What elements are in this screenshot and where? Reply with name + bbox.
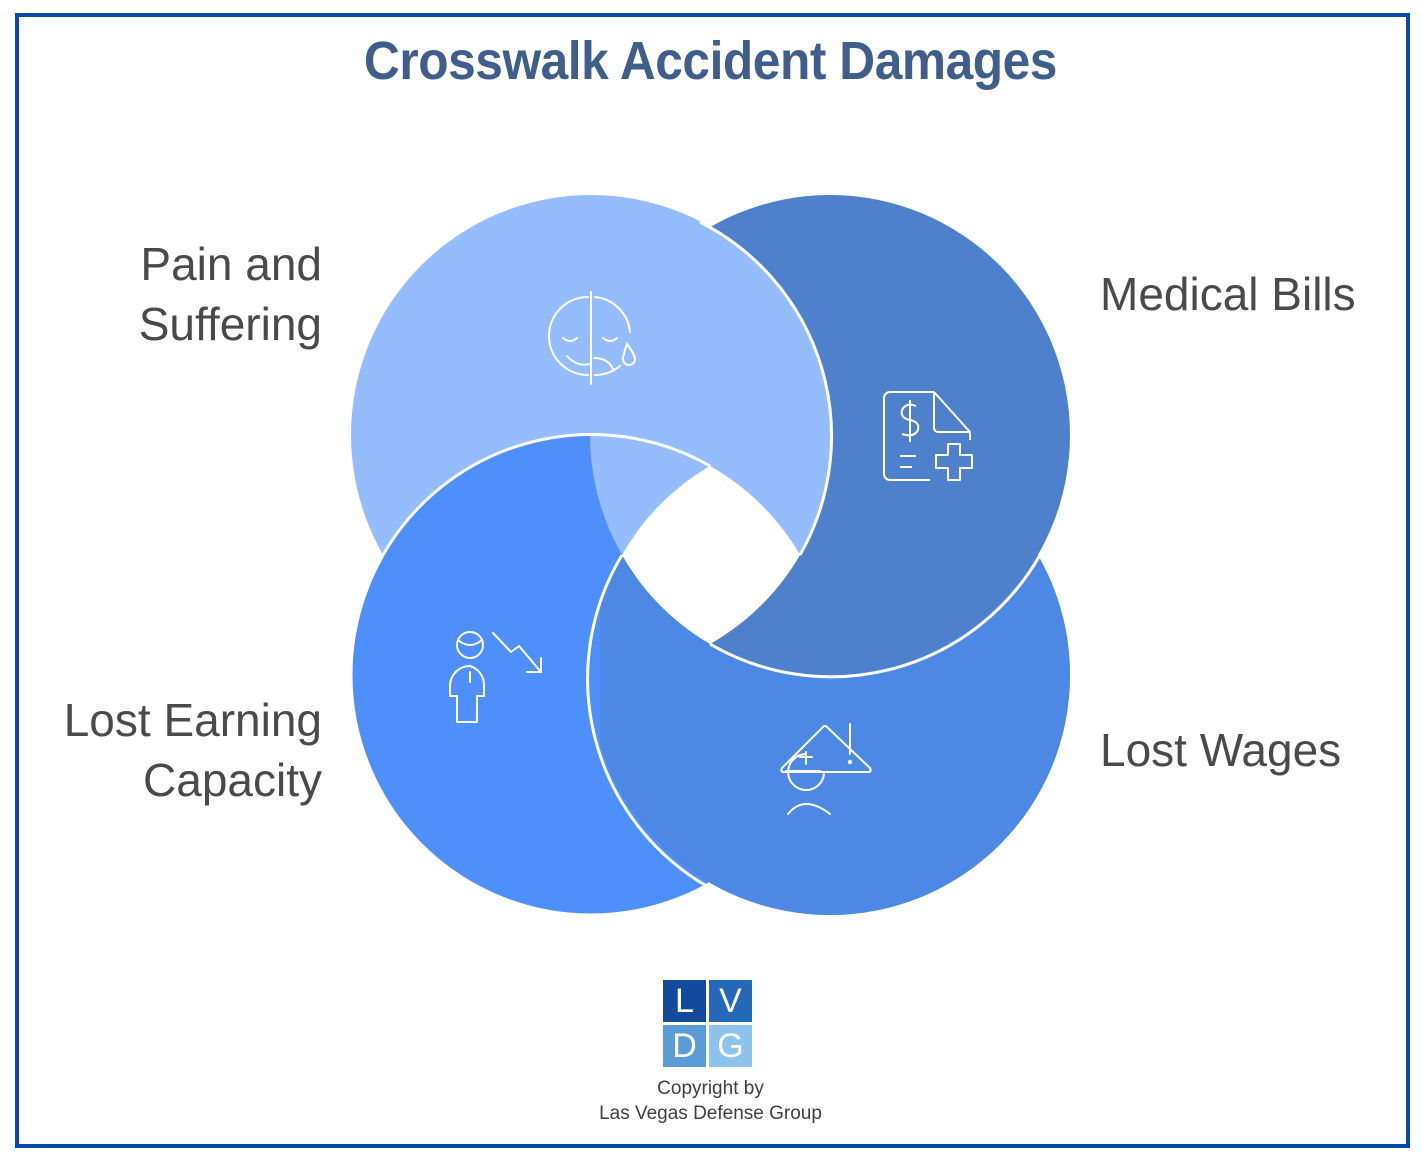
label-medical-bills: Medical Bills	[1100, 264, 1400, 324]
logo-cell-g: G	[709, 1025, 752, 1067]
label-lost-earning-capacity: Lost Earning Capacity	[20, 690, 322, 810]
person-declining-chart-icon	[449, 631, 542, 723]
worker-warning-icon	[780, 723, 872, 815]
happy-sad-face-icon	[548, 291, 637, 385]
label-line: Medical Bills	[1100, 268, 1356, 320]
medical-bill-icon	[883, 391, 973, 481]
label-line: Suffering	[138, 298, 322, 350]
label-line: Capacity	[143, 754, 322, 806]
border-frame	[15, 13, 1410, 1148]
label-lost-wages: Lost Wages	[1100, 720, 1400, 780]
logo-cell-d: D	[663, 1025, 706, 1067]
label-pain-and-suffering: Pain and Suffering	[60, 234, 322, 354]
copyright-line-1: Copyright by	[657, 1078, 764, 1099]
copyright-text: Copyright by Las Vegas Defense Group	[0, 1076, 1421, 1126]
label-line: Lost Earning	[63, 694, 322, 746]
logo-cell-l: L	[663, 980, 706, 1022]
logo-cell-v: V	[709, 980, 752, 1022]
lvdg-logo: L V D G	[663, 980, 753, 1068]
copyright-line-2: Las Vegas Defense Group	[599, 1103, 822, 1124]
label-line: Pain and	[140, 238, 322, 290]
diagram-title: Crosswalk Accident Damages	[363, 31, 1058, 91]
label-line: Lost Wages	[1100, 724, 1342, 776]
